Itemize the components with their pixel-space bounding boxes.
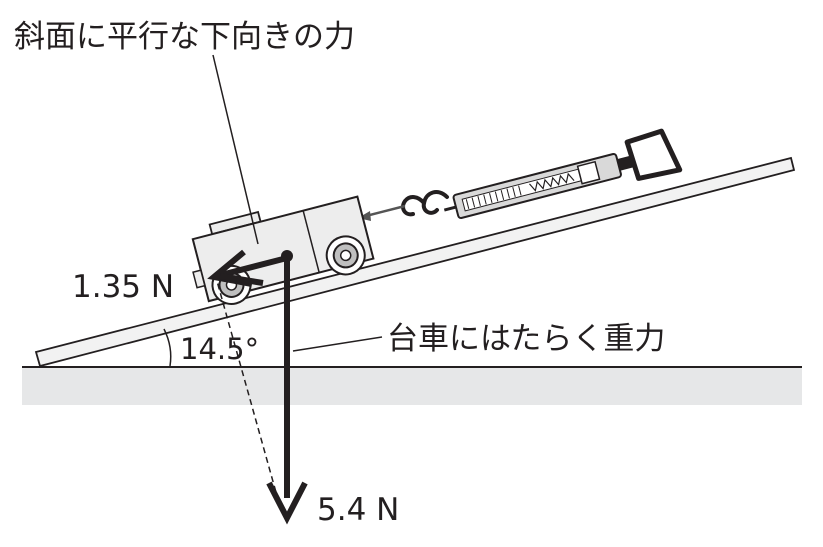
gravity-force-value: 5.4 N [317, 492, 399, 528]
parallel-arrow-shaft [220, 255, 288, 278]
parallel-force-value: 1.35 N [72, 269, 174, 305]
gravity-arrowhead [266, 481, 308, 525]
spring-scale-icon [443, 128, 683, 219]
angle-label: 14.5° [180, 332, 259, 366]
hook-icon [358, 190, 449, 221]
gravity-force-label: 台車にはたらく重力 [387, 321, 665, 357]
angle-arc [163, 328, 172, 367]
parallel-force-label: 斜面に平行な下向きの力 [14, 19, 355, 55]
ground [22, 367, 802, 405]
parallel-arrow-closing-line [219, 273, 264, 286]
leader-line-gravity [292, 336, 383, 352]
leader-line-parallel [212, 54, 259, 245]
